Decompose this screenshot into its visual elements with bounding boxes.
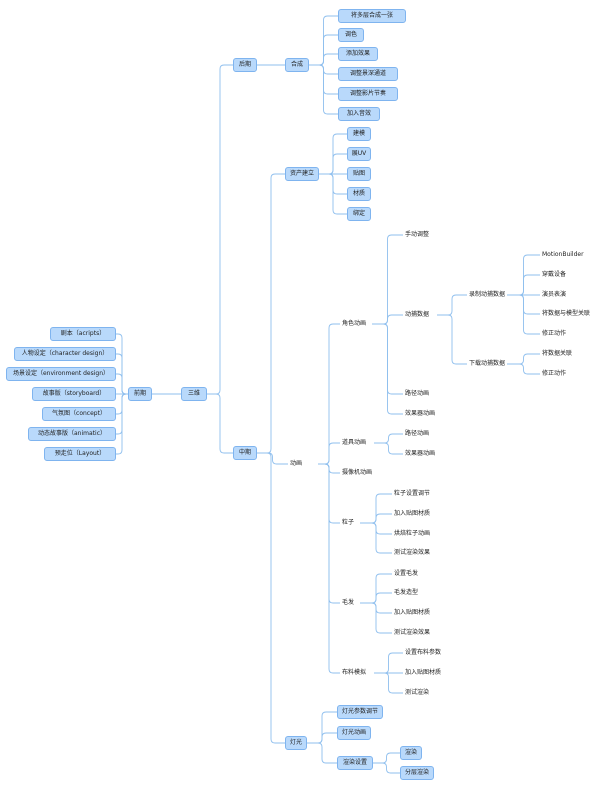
connector-dl-dl0 — [507, 353, 540, 365]
node-uv-unwrap[interactable]: 展UV — [347, 147, 371, 161]
node-fix-motion[interactable]: 修正动作 — [542, 330, 567, 337]
node-layered-render[interactable]: 分层渲染 — [400, 766, 434, 780]
connector-ls-ls0 — [373, 752, 400, 764]
node-link-data[interactable]: 将数据关联 — [542, 350, 573, 357]
connector-a-a4 — [319, 173, 347, 215]
node-path-animation[interactable]: 路径动画 — [405, 390, 430, 397]
connector-p-p6 — [116, 393, 128, 455]
node-rigging[interactable]: 绑定 — [347, 207, 371, 221]
connector-ls-ls1 — [373, 762, 400, 774]
node-character-design[interactable]: 人物设定（character design） — [14, 347, 116, 361]
node-color-grading[interactable]: 调色 — [338, 28, 364, 42]
connector-n-cl — [318, 463, 340, 674]
connector-r-m — [207, 393, 233, 454]
node-fix-motion-2[interactable]: 修正动作 — [542, 370, 567, 377]
node-particle-textures[interactable]: 加入贴图材质 — [394, 510, 431, 517]
node-particle-test-render[interactable]: 测试渲染效果 — [394, 549, 431, 556]
connector-dl-dl1 — [507, 363, 540, 375]
node-asset-creation[interactable]: 资产建立 — [285, 167, 319, 181]
connector-n-pr — [318, 442, 340, 465]
node-compositing[interactable]: 合成 — [285, 58, 309, 72]
connector-c-c3 — [372, 323, 403, 415]
node-character-animation[interactable]: 角色动画 — [342, 320, 367, 327]
node-depth-channel[interactable]: 调整景深通道 — [338, 67, 398, 81]
connector-a-a1 — [319, 153, 347, 175]
node-add-effects[interactable]: 添加效果 — [338, 47, 378, 61]
node-hair-textures[interactable]: 加入贴图材质 — [394, 609, 431, 616]
node-prop-animation[interactable]: 道具动画 — [342, 439, 367, 446]
node-render-settings[interactable]: 渲染设置 — [337, 756, 373, 770]
connector-p-p2 — [116, 373, 128, 395]
node-hair-styling[interactable]: 毛发造型 — [394, 589, 419, 596]
node-particle-settings[interactable]: 粒子设置调节 — [394, 490, 431, 497]
node-cloth-textures[interactable]: 加入贴图材质 — [405, 669, 442, 676]
node-root[interactable]: 三维 — [181, 387, 207, 401]
node-hair-setup[interactable]: 设置毛发 — [394, 570, 419, 577]
connector-hc-hc2 — [309, 53, 338, 66]
node-manual-adjust[interactable]: 手动调整 — [405, 231, 430, 238]
connector-m-a — [257, 173, 285, 454]
node-production[interactable]: 中期 — [233, 446, 257, 460]
node-bake-particles[interactable]: 烘焙粒子动画 — [394, 530, 431, 537]
connector-m-n — [257, 452, 288, 465]
node-cloth-test-render[interactable]: 测试渲染 — [405, 689, 430, 696]
connector-rec-rec4 — [507, 294, 540, 335]
node-hair[interactable]: 毛发 — [342, 599, 355, 606]
node-post-production[interactable]: 后期 — [233, 58, 257, 72]
connector-c1-rec — [437, 294, 467, 316]
node-link-data-model[interactable]: 将数据与模型关联 — [542, 310, 591, 317]
connector-c1-dl — [437, 314, 467, 365]
node-cloth-params[interactable]: 设置布料参数 — [405, 649, 442, 656]
node-prop-effector-animation[interactable]: 效果器动画 — [405, 450, 436, 457]
node-materials[interactable]: 材质 — [347, 187, 371, 201]
node-particles[interactable]: 粒子 — [342, 519, 355, 526]
node-record-mocap[interactable]: 录制动捕数据 — [469, 291, 506, 298]
connector-pt-pt3 — [360, 522, 392, 554]
connector-pr-pr1 — [374, 442, 403, 455]
node-light-params[interactable]: 灯光参数调节 — [337, 705, 383, 719]
node-scripts[interactable]: 剧本（acripts） — [50, 327, 116, 341]
node-wear-device[interactable]: 穿戴设备 — [542, 271, 567, 278]
node-environment-design[interactable]: 场景设定（environment design） — [6, 367, 116, 381]
node-actor-performance[interactable]: 演员表演 — [542, 291, 567, 298]
connector-hr-hr3 — [360, 602, 392, 634]
connector-m-l — [257, 452, 285, 744]
node-texturing[interactable]: 贴图 — [347, 167, 371, 181]
node-film-pacing[interactable]: 调整影片节奏 — [338, 87, 398, 101]
node-add-sound[interactable]: 加入音效 — [338, 107, 380, 121]
node-light-animation[interactable]: 灯光动画 — [337, 726, 371, 740]
node-mocap-data[interactable]: 动捕数据 — [405, 311, 430, 318]
node-modeling[interactable]: 建模 — [347, 127, 371, 141]
connector-r-h — [207, 64, 233, 395]
node-layout[interactable]: 预走位（Layout） — [44, 447, 116, 461]
node-hair-test-render[interactable]: 测试渲染效果 — [394, 629, 431, 636]
node-cloth-sim[interactable]: 布料模拟 — [342, 669, 367, 676]
node-prop-path-animation[interactable]: 路径动画 — [405, 430, 430, 437]
connector-rec-rec1 — [507, 274, 540, 296]
node-merge-layers[interactable]: 将多层合成一张 — [338, 9, 406, 23]
connector-c-c0 — [372, 234, 403, 325]
node-motionbuilder[interactable]: MotionBuilder — [542, 251, 584, 258]
connector-hc-hc5 — [309, 64, 338, 115]
connector-l-ls — [307, 742, 337, 764]
node-pre-production[interactable]: 前期 — [128, 387, 152, 401]
connector-cl-cl0 — [374, 652, 403, 674]
node-effector-animation[interactable]: 效果器动画 — [405, 410, 436, 417]
node-storyboard[interactable]: 故事版（storyboard） — [32, 387, 116, 401]
node-animation[interactable]: 动画 — [290, 460, 303, 467]
node-camera-animation[interactable]: 摄像机动画 — [342, 469, 373, 476]
node-download-mocap[interactable]: 下载动捕数据 — [469, 360, 506, 367]
connector-cl-cl2 — [374, 672, 403, 694]
node-animatic[interactable]: 动态故事版（animatic） — [28, 427, 116, 441]
connector-pr-pr0 — [374, 433, 403, 444]
node-lighting[interactable]: 灯光 — [285, 736, 307, 750]
node-render[interactable]: 渲染 — [400, 746, 422, 760]
node-concept[interactable]: 气氛图（concept） — [42, 407, 116, 421]
